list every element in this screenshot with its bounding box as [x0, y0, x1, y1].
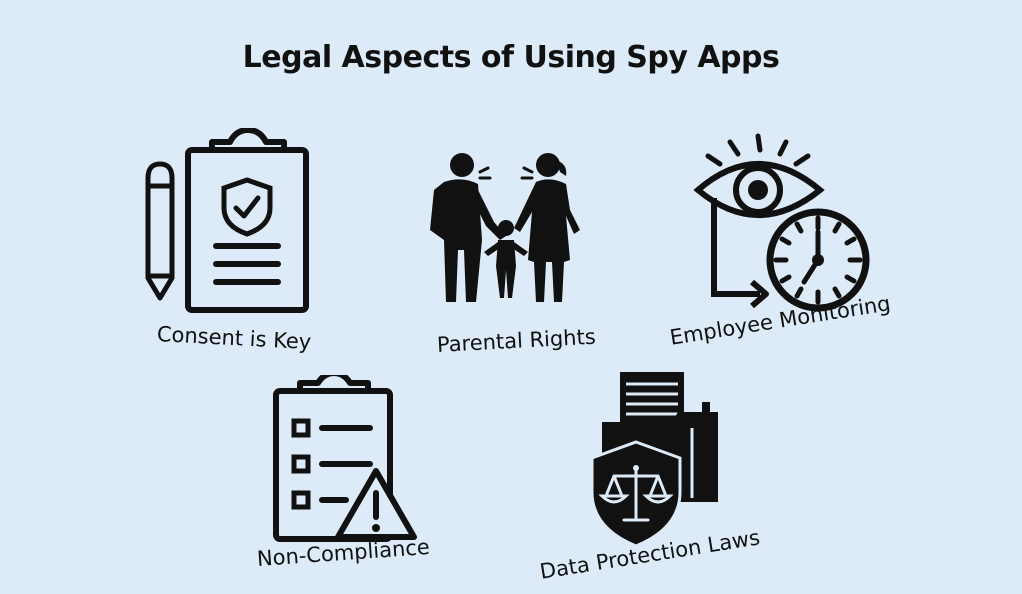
parental-rights-label: Parental Rights — [436, 324, 597, 357]
eye-clock-icon — [693, 133, 870, 312]
page-title: Legal Aspects of Using Spy Apps — [242, 40, 780, 75]
checklist-warning-icon — [273, 375, 417, 542]
family-icon — [430, 153, 580, 302]
clipboard-shield-pencil-icon — [145, 128, 309, 313]
folder-scales-icon — [592, 372, 718, 548]
consent-label: Consent is Key — [156, 322, 312, 355]
